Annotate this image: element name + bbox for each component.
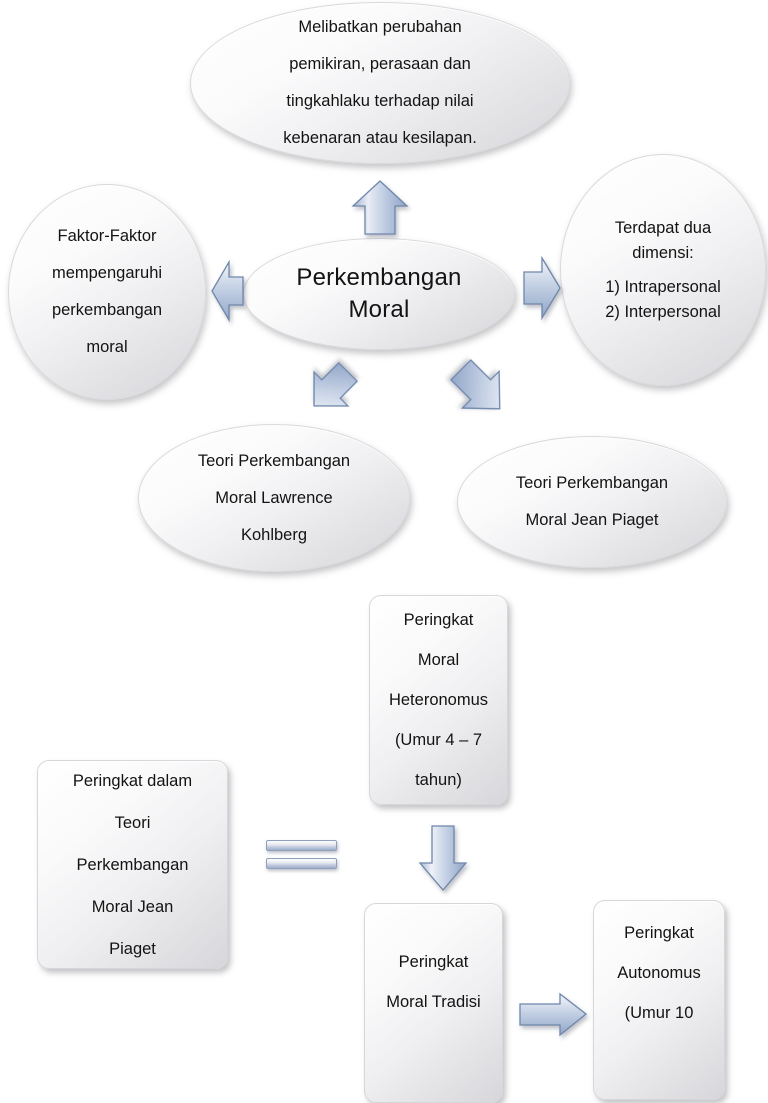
ellipse-dimensions[interactable]: Terdapat dua dimensi: 1) Intrapersonal 2…	[560, 154, 766, 386]
arrow-right-to-dimensions[interactable]	[520, 252, 564, 324]
equals-connector	[266, 840, 337, 869]
text-line: Perkembangan	[296, 264, 462, 291]
ellipse-definition[interactable]: Melibatkan perubahan pemikiran, perasaan…	[190, 2, 570, 164]
equals-bar-bottom	[266, 858, 337, 869]
text-line: Teori Perkembangan	[197, 451, 351, 470]
box-stage-heteronomous[interactable]: Peringkat Moral Heteronomus (Umur 4 – 7 …	[369, 595, 508, 805]
ellipse-kohlberg-theory[interactable]: Teori Perkembangan Moral Lawrence Kohlbe…	[138, 424, 410, 572]
text-line: Moral	[417, 651, 460, 669]
text-line: Piaget	[109, 939, 156, 958]
arrow-left-to-factors[interactable]	[209, 258, 245, 324]
text-line: mempengaruhi	[51, 264, 163, 282]
text-line: Moral Jean Piaget	[525, 511, 659, 529]
text-line: Autonomus	[617, 964, 701, 982]
ellipse-factors-text: Faktor-Faktor mempengaruhi perkembangan …	[9, 218, 205, 366]
text-line: Kohlberg	[240, 525, 308, 544]
ellipse-factors[interactable]: Faktor-Faktor mempengaruhi perkembangan …	[8, 184, 206, 400]
text-line: Heteronomus	[388, 691, 489, 709]
ellipse-center-topic-text: Perkembangan Moral	[244, 262, 514, 326]
text-line: Peringkat	[624, 924, 694, 942]
text-line: (Umur 4 – 7	[394, 731, 483, 749]
text-line: Peringkat	[398, 953, 469, 971]
box-stage-autonomous-text: Peringkat Autonomus (Umur 10	[594, 913, 724, 1033]
ellipse-piaget-theory-text: Teori Perkembangan Moral Jean Piaget	[458, 465, 726, 539]
box-stage-heteronomous-text: Peringkat Moral Heteronomus (Umur 4 – 7 …	[370, 600, 507, 800]
ellipse-center-topic[interactable]: Perkembangan Moral	[243, 238, 515, 350]
text-line: Peringkat dalam	[72, 771, 193, 790]
arrow-down-left-to-kohlberg[interactable]	[300, 361, 362, 416]
text-line: Perkembangan	[76, 855, 189, 874]
text-line: tahun)	[415, 771, 462, 789]
box-piaget-stages-label-text: Peringkat dalam Teori Perkembangan Moral…	[38, 760, 227, 970]
text-line: Peringkat	[403, 611, 474, 629]
text-line: dimensi:	[632, 243, 694, 262]
text-line: pemikiran, perasaan dan	[289, 55, 471, 73]
box-stage-autonomous[interactable]: Peringkat Autonomus (Umur 10	[593, 900, 725, 1100]
arrow-up-to-top-ellipse[interactable]	[350, 179, 410, 237]
text-line: perkembangan	[51, 301, 163, 319]
text-line: 2) Interpersonal	[605, 302, 721, 321]
text-line: Terdapat dua	[614, 218, 712, 237]
box-stage-traditional[interactable]: Peringkat Moral Tradisi	[364, 903, 503, 1103]
equals-bar-top	[266, 840, 337, 851]
ellipse-kohlberg-theory-text: Teori Perkembangan Moral Lawrence Kohlbe…	[139, 443, 409, 554]
arrow-right-stage2-to-stage3[interactable]	[516, 992, 590, 1037]
text-line: Teori	[114, 813, 151, 832]
text-line: tingkahlaku terhadap nilai	[286, 92, 474, 110]
ellipse-definition-text: Melibatkan perubahan pemikiran, perasaan…	[191, 9, 569, 157]
text-line: Moral Jean	[91, 897, 174, 916]
text-line: Moral Lawrence	[215, 488, 333, 507]
text-line: Moral Tradisi	[386, 993, 481, 1011]
text-line: Moral	[348, 296, 410, 323]
arrow-down-stage1-to-stage2[interactable]	[416, 823, 470, 893]
ellipse-dimensions-text: Terdapat dua dimensi: 1) Intrapersonal 2…	[561, 216, 765, 325]
text-line: Melibatkan perubahan	[298, 18, 462, 36]
arrow-down-right-to-piaget[interactable]	[443, 358, 517, 420]
text-line: moral	[86, 338, 128, 356]
box-piaget-stages-label[interactable]: Peringkat dalam Teori Perkembangan Moral…	[37, 760, 228, 969]
text-line: Teori Perkembangan	[515, 474, 669, 492]
text-line: 1) Intrapersonal	[605, 277, 721, 296]
text-line: (Umur 10	[624, 1004, 694, 1022]
diagram-canvas: Melibatkan perubahan pemikiran, perasaan…	[8, 2, 766, 1103]
text-line: kebenaran atau kesilapan.	[283, 129, 477, 147]
text-line: Faktor-Faktor	[57, 227, 157, 245]
ellipse-piaget-theory[interactable]: Teori Perkembangan Moral Jean Piaget	[457, 436, 727, 568]
box-stage-traditional-text: Peringkat Moral Tradisi	[365, 942, 502, 1022]
